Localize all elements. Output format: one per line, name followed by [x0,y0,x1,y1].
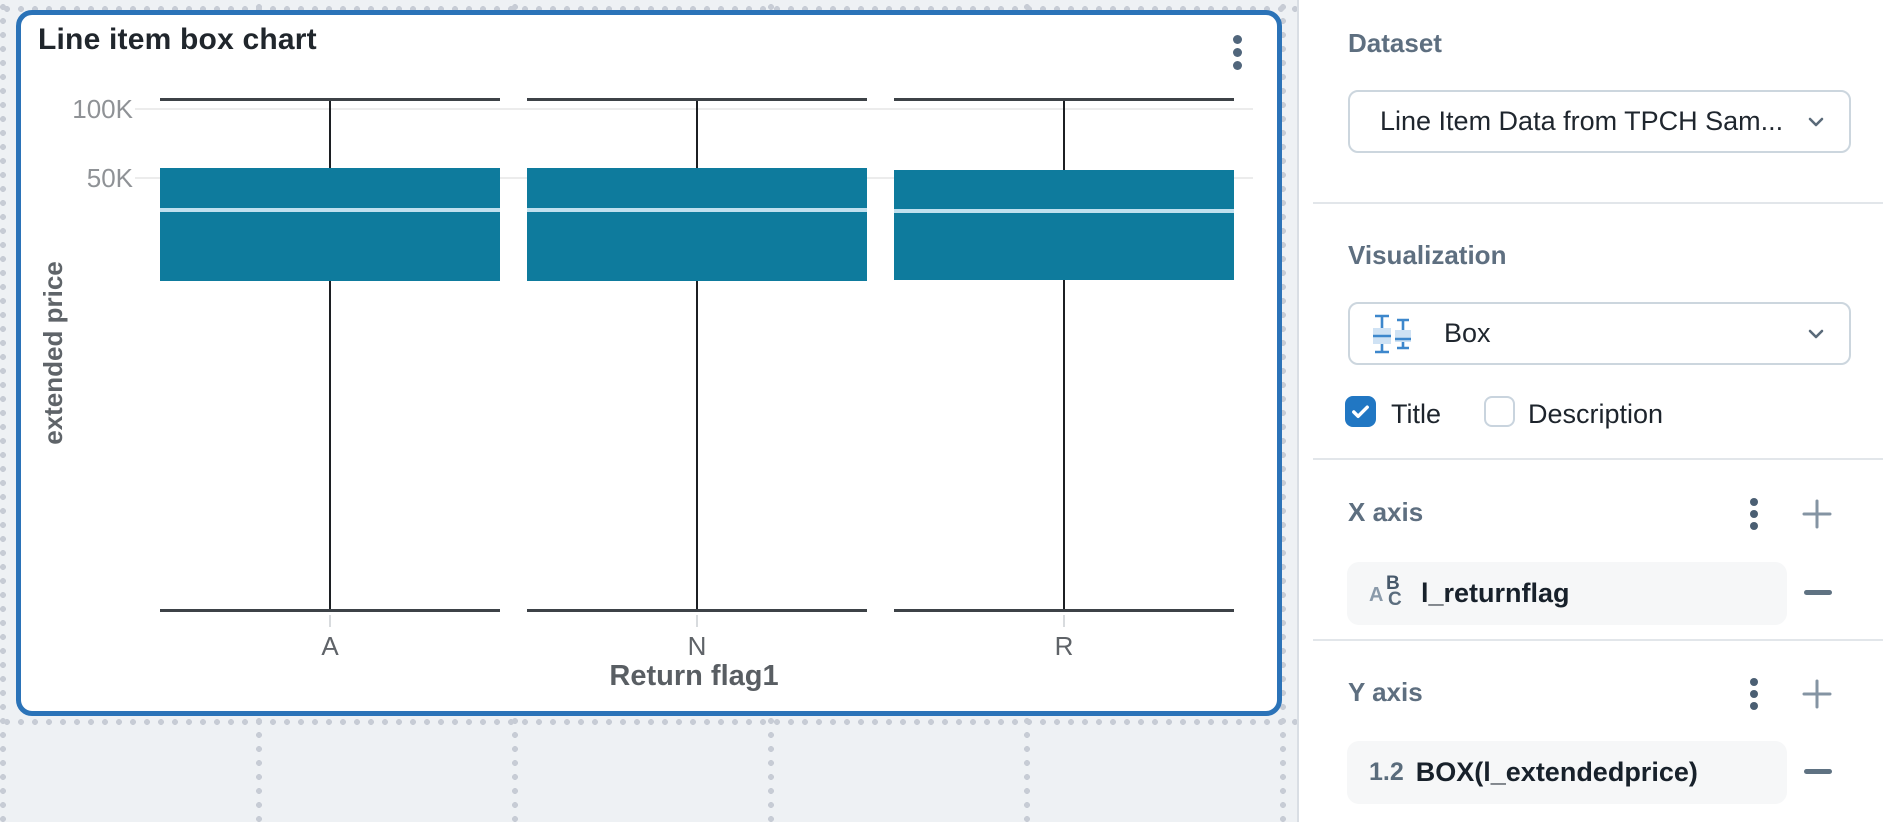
kebab-menu-icon [1750,702,1758,710]
x-tick-label: N [687,631,707,661]
y-axis-remove-button[interactable] [1804,769,1832,774]
section-divider [1313,639,1883,641]
x-axis-menu-button[interactable] [1746,496,1762,532]
plus-icon [1802,679,1832,709]
box-plot-A[interactable] [160,168,500,281]
y-axis-field-name: BOX(l_extendedprice) [1415,757,1698,787]
chart-card[interactable]: Line item box chart 100K 50K A N R Return fla… [16,10,1282,716]
box-plot-N[interactable] [527,168,867,281]
visualization-section-label: Visualization [1348,240,1507,270]
section-divider [1313,202,1883,204]
y-gridline [135,108,1253,110]
dataset-value: Line Item Data from TPCH Sam... [1380,106,1784,136]
x-tick-label: R [1054,631,1074,661]
x-tick [1063,615,1065,627]
number-type-icon: 1.2 [1369,758,1404,786]
settings-panel: Dataset Line Item Data from TPCH Sam... … [1297,0,1894,822]
dataset-section-label: Dataset [1348,28,1442,58]
y-axis-title: extended price [38,261,68,445]
whisker-line [1063,99,1065,170]
x-axis-add-button[interactable] [1798,495,1836,533]
x-tick [329,615,331,627]
kebab-menu-icon [1232,61,1242,70]
y-axis-section-label: Y axis [1348,677,1423,707]
title-checkbox[interactable] [1345,396,1376,427]
y-tick-label: 50K [86,162,133,193]
check-icon [1352,405,1369,419]
y-axis-field[interactable]: 1.2 BOX(l_extendedprice) [1347,741,1787,804]
box-plot-icon [1370,312,1414,356]
chart-title: Line item box chart [38,23,317,56]
x-axis-remove-button[interactable] [1804,590,1832,595]
kebab-menu-icon [1232,48,1242,57]
median-line [160,207,500,212]
section-divider [1313,458,1883,460]
y-axis-add-button[interactable] [1798,675,1836,713]
median-line [894,208,1234,213]
whisker-cap-top [527,98,867,102]
x-tick [696,615,698,627]
whisker-line [696,280,698,611]
x-tick-label: A [321,631,339,661]
whisker-cap-bottom [894,608,1234,612]
visualization-dropdown[interactable]: Box [1348,302,1851,365]
kebab-menu-icon [1750,510,1758,518]
whisker-line [696,99,698,169]
card-menu-button[interactable] [1227,31,1247,74]
x-axis-field-name: l_returnflag [1421,578,1570,608]
whisker-cap-top [894,98,1234,102]
description-checkbox-label: Description [1528,399,1664,429]
plus-icon [1802,499,1832,529]
kebab-menu-icon [1750,522,1758,530]
dataset-dropdown[interactable]: Line Item Data from TPCH Sam... [1348,90,1851,153]
description-checkbox[interactable] [1484,396,1515,427]
x-axis-title: Return flag1 [609,660,779,692]
chevron-down-icon [1803,109,1829,135]
title-checkbox-label: Title [1391,399,1442,429]
box-plot-R[interactable] [894,169,1234,281]
x-axis-section-label: X axis [1348,497,1424,527]
kebab-menu-icon [1750,498,1758,506]
whisker-line [329,280,331,611]
whisker-cap-top [160,98,500,102]
whisker-cap-bottom [527,608,867,612]
chevron-down-icon [1803,321,1829,347]
kebab-menu-icon [1750,678,1758,686]
median-line [527,207,867,212]
whisker-line [1063,280,1065,611]
whisker-line [329,99,331,169]
y-axis-menu-button[interactable] [1746,676,1762,712]
kebab-menu-icon [1232,35,1242,44]
y-tick-label: 100K [72,94,133,124]
kebab-menu-icon [1750,690,1758,698]
visualization-value: Box [1444,318,1491,348]
box-chart-plot: 100K 50K A N R Return flag1 extended price [21,15,1277,711]
whisker-cap-bottom [160,608,500,612]
grid-dots-row [0,719,1297,725]
grid-dots-row [0,6,1297,12]
